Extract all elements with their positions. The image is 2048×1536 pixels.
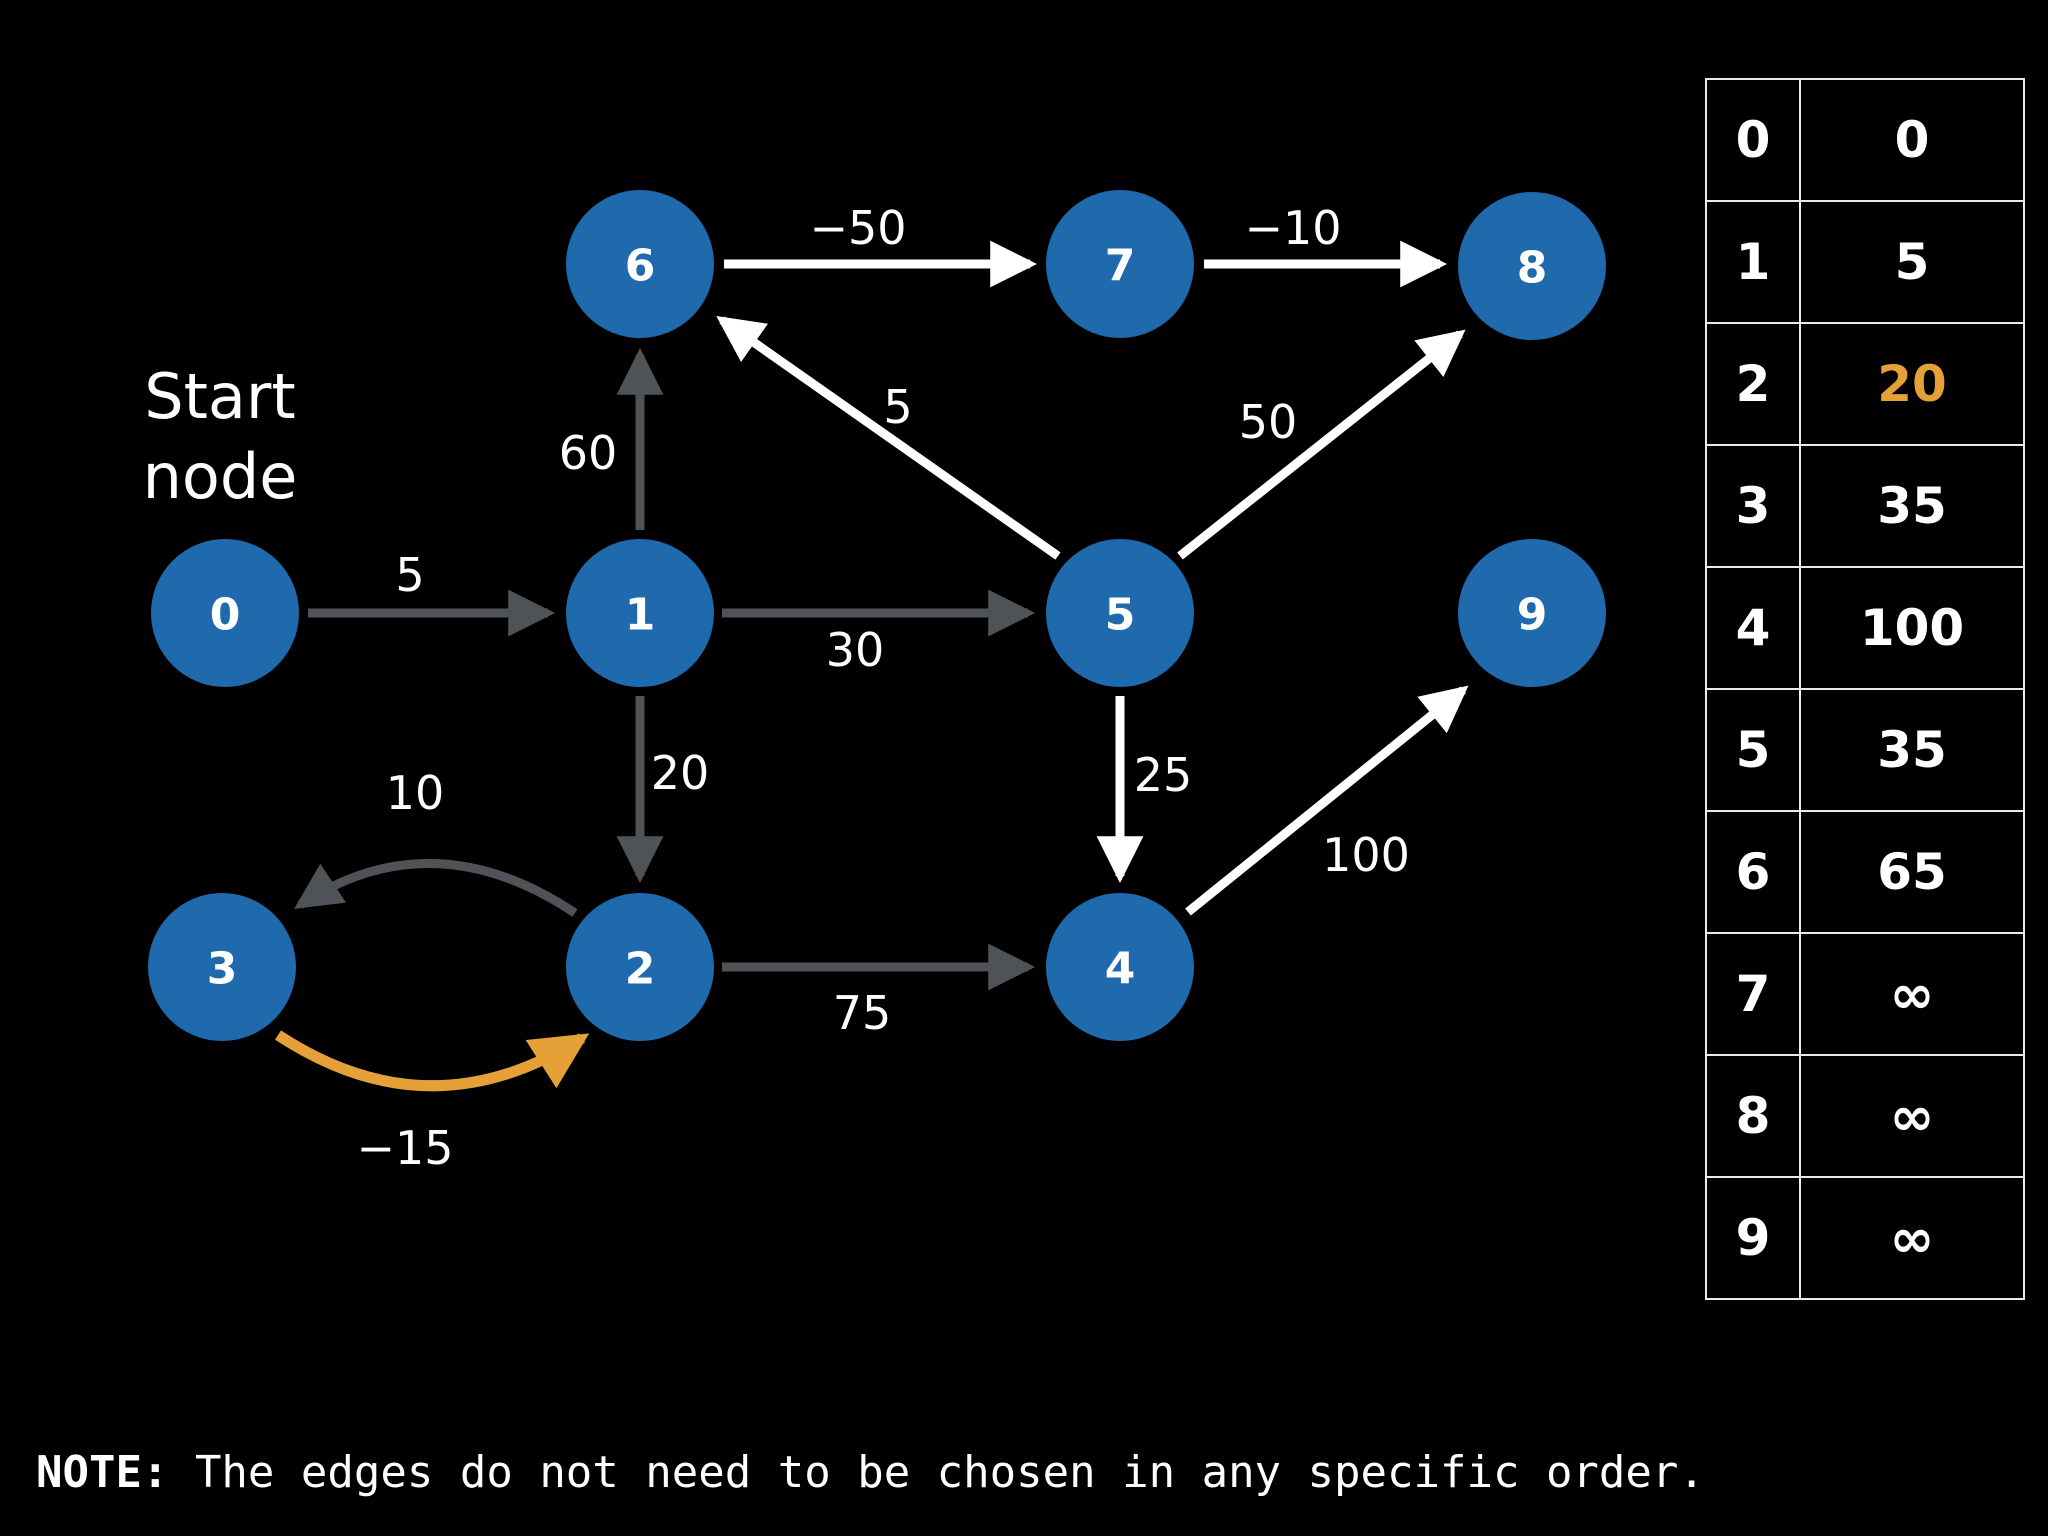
table-cell-node: 9	[1705, 1176, 1801, 1300]
table-row: 5 35	[1705, 688, 2025, 812]
start-node-annotation: Start node	[143, 360, 298, 513]
table-cell-distance: 35	[1799, 444, 2025, 568]
table-cell-node: 8	[1705, 1054, 1801, 1178]
distance-table: 0 0 1 5 2 20 3 35 4 100 5 35	[1705, 78, 2025, 1300]
table-cell-distance: ∞	[1799, 1054, 2025, 1178]
graph-node-8[interactable]: 8	[1458, 192, 1606, 340]
table-cell-node: 1	[1705, 200, 1801, 324]
graph-node-1[interactable]: 1	[566, 539, 714, 687]
table-cell-node: 7	[1705, 932, 1801, 1056]
edge-label-1-5: 30	[826, 623, 885, 677]
node-0-circle[interactable]	[151, 539, 299, 687]
node-9-circle[interactable]	[1458, 539, 1606, 687]
node-5-label: 5	[1105, 590, 1136, 641]
node-2-circle[interactable]	[566, 893, 714, 1041]
graph-node-6[interactable]: 6	[566, 190, 714, 338]
graph-node-7[interactable]: 7	[1046, 190, 1194, 338]
graph-node-3[interactable]: 3	[148, 893, 296, 1041]
table-cell-node: 6	[1705, 810, 1801, 934]
table-row: 7 ∞	[1705, 932, 2025, 1056]
graph-node-5[interactable]: 5	[1046, 539, 1194, 687]
edge-label-2-3: 10	[386, 766, 445, 820]
graph-node-4[interactable]: 4	[1046, 893, 1194, 1041]
table-cell-node: 0	[1705, 78, 1801, 202]
edge-label-2-4: 75	[833, 986, 892, 1040]
node-3-circle[interactable]	[148, 893, 296, 1041]
table-cell-node: 2	[1705, 322, 1801, 446]
table-cell-node: 3	[1705, 444, 1801, 568]
node-5-circle[interactable]	[1046, 539, 1194, 687]
node-0-label: 0	[210, 590, 241, 641]
note-prefix: NOTE:	[36, 1447, 169, 1498]
edge-5-8	[1177, 329, 1466, 560]
node-1-label: 1	[625, 590, 656, 641]
node-7-label: 7	[1105, 241, 1136, 292]
node-1-circle[interactable]	[566, 539, 714, 687]
table-cell-distance: 100	[1799, 566, 2025, 690]
table-row: 0 0	[1705, 78, 2025, 202]
table-cell-distance: 5	[1799, 200, 2025, 324]
node-layer: 0 1 2 3 4 5 6	[148, 190, 1606, 1041]
table-cell-distance: 0	[1799, 78, 2025, 202]
table-row: 9 ∞	[1705, 1176, 2025, 1300]
table-row: 8 ∞	[1705, 1054, 2025, 1178]
node-2-label: 2	[625, 944, 656, 995]
node-8-label: 8	[1517, 243, 1548, 294]
node-9-label: 9	[1517, 590, 1548, 641]
footer-note: NOTE: The edges do not need to be chosen…	[36, 1447, 1705, 1498]
edge-label-1-6: 60	[559, 426, 618, 480]
start-node-label-line1: Start	[144, 360, 295, 433]
table-cell-distance: ∞	[1799, 932, 2025, 1056]
start-node-label-line2: node	[143, 440, 298, 513]
edge-label-5-6: 5	[883, 380, 912, 434]
node-6-label: 6	[625, 241, 656, 292]
graph-node-0[interactable]: 0	[151, 539, 299, 687]
table-row: 1 5	[1705, 200, 2025, 324]
table-cell-distance: 35	[1799, 688, 2025, 812]
edge-4-9	[1185, 685, 1469, 916]
node-8-circle[interactable]	[1458, 192, 1606, 340]
edge-layer	[274, 240, 1469, 1092]
graph-node-2[interactable]: 2	[566, 893, 714, 1041]
node-3-label: 3	[207, 944, 238, 995]
note-text: The edges do not need to be chosen in an…	[168, 1447, 1705, 1498]
edge-label-4-9: 100	[1322, 828, 1410, 882]
node-4-circle[interactable]	[1046, 893, 1194, 1041]
edge-label-layer: 5 60 30 20 10 −15 75 −50 −10 5 50 25 100	[356, 201, 1409, 1175]
edge-label-7-8: −10	[1244, 201, 1341, 255]
table-row: 6 65	[1705, 810, 2025, 934]
table-cell-node: 5	[1705, 688, 1801, 812]
edge-label-5-8: 50	[1239, 395, 1298, 449]
edge-label-0-1: 5	[395, 548, 424, 602]
edge-label-1-2: 20	[651, 746, 710, 800]
edge-label-6-7: −50	[809, 201, 906, 255]
edge-label-3-2: −15	[356, 1121, 453, 1175]
table-cell-distance-highlighted: 20	[1799, 322, 2025, 446]
edge-label-5-4: 25	[1134, 748, 1193, 802]
node-6-circle[interactable]	[566, 190, 714, 338]
table-cell-distance: 65	[1799, 810, 2025, 934]
node-7-circle[interactable]	[1046, 190, 1194, 338]
table-row: 2 20	[1705, 322, 2025, 446]
node-4-label: 4	[1105, 944, 1136, 995]
table-row: 4 100	[1705, 566, 2025, 690]
edge-2-3	[294, 859, 578, 917]
edge-5-6	[716, 315, 1061, 560]
edge-3-2	[274, 1030, 590, 1092]
table-cell-node: 4	[1705, 566, 1801, 690]
table-row: 3 35	[1705, 444, 2025, 568]
table-cell-distance: ∞	[1799, 1176, 2025, 1300]
graph-node-9[interactable]: 9	[1458, 539, 1606, 687]
